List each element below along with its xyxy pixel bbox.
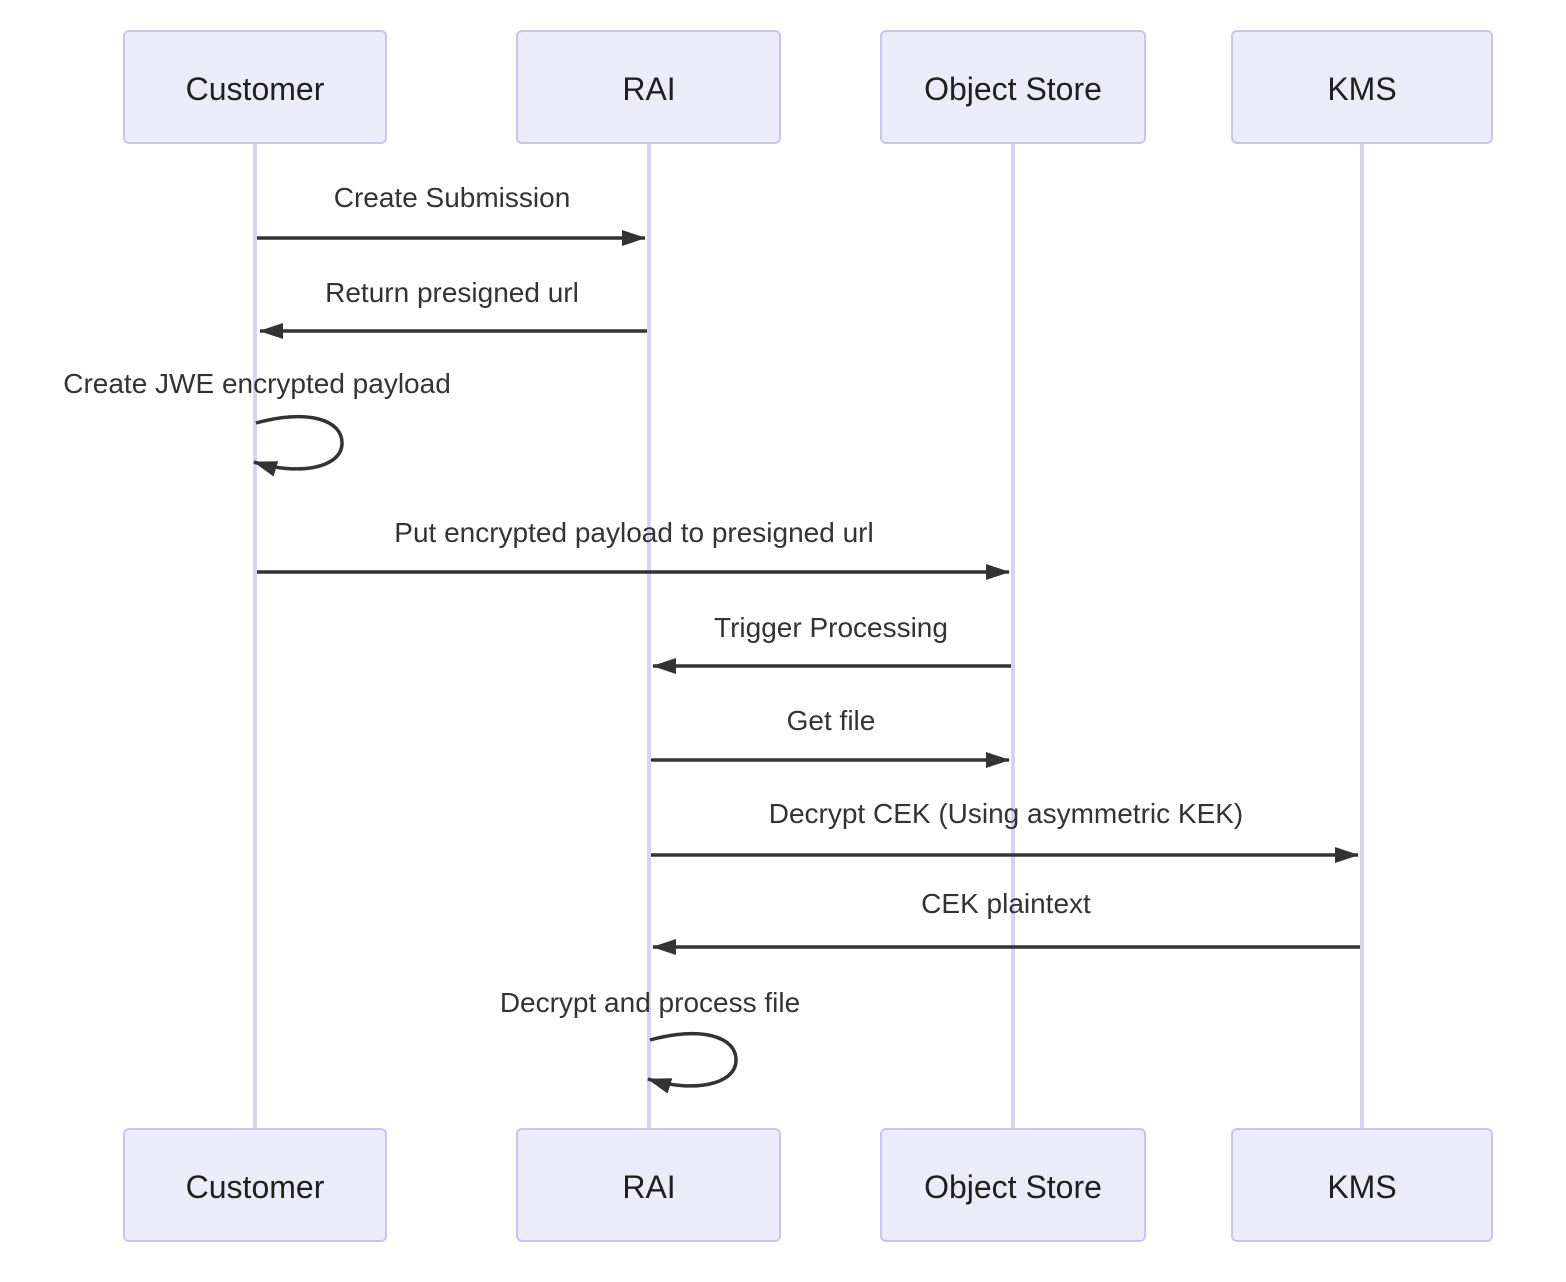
message-label: Decrypt and process file	[500, 987, 800, 1018]
message-return-presigned-url: Return presigned url	[259, 277, 647, 339]
actor-label: Customer	[186, 71, 325, 107]
actor-box	[123, 30, 387, 144]
message-decrypt-cek: Decrypt CEK (Using asymmetric KEK)	[651, 798, 1359, 863]
actor-label: RAI	[622, 1169, 675, 1205]
actor-top-customer: Customer	[123, 30, 387, 144]
actor-box	[516, 1128, 781, 1242]
message-get-file: Get file	[651, 705, 1010, 768]
message-decrypt-and-process-file: Decrypt and process file	[500, 987, 800, 1094]
message-cek-plaintext: CEK plaintext	[652, 888, 1360, 955]
actor-box	[1231, 30, 1493, 144]
actor-box	[880, 30, 1146, 144]
message-put-encrypted-payload: Put encrypted payload to presigned url	[257, 517, 1010, 580]
actor-box	[123, 1128, 387, 1242]
actor-label: Customer	[186, 1169, 325, 1205]
actor-bottom-object-store: Object Store	[880, 1128, 1146, 1242]
message-trigger-processing: Trigger Processing	[652, 612, 1011, 674]
message-label: Decrypt CEK (Using asymmetric KEK)	[769, 798, 1244, 829]
message-create-jwe-encrypted-payload: Create JWE encrypted payload	[63, 368, 451, 477]
actor-top-kms: KMS	[1231, 30, 1493, 144]
actor-label: RAI	[622, 71, 675, 107]
actor-top-rai: RAI	[516, 30, 781, 144]
actor-label: KMS	[1327, 71, 1396, 107]
message-label: Create Submission	[334, 182, 571, 213]
actor-label: KMS	[1327, 1169, 1396, 1205]
actor-label: Object Store	[924, 71, 1102, 107]
actor-box	[1231, 1128, 1493, 1242]
message-label: Put encrypted payload to presigned url	[394, 517, 873, 548]
actor-label: Object Store	[924, 1169, 1102, 1205]
self-loop-arrow	[647, 1031, 738, 1094]
message-label: Return presigned url	[325, 277, 579, 308]
actor-top-object-store: Object Store	[880, 30, 1146, 144]
actor-box	[516, 30, 781, 144]
self-loop-arrow	[253, 414, 344, 477]
message-label: Create JWE encrypted payload	[63, 368, 451, 399]
message-label: CEK plaintext	[921, 888, 1091, 919]
message-create-submission: Create Submission	[257, 182, 646, 246]
actor-box	[880, 1128, 1146, 1242]
actor-bottom-customer: Customer	[123, 1128, 387, 1242]
actor-bottom-rai: RAI	[516, 1128, 781, 1242]
message-label: Get file	[787, 705, 876, 736]
actor-bottom-kms: KMS	[1231, 1128, 1493, 1242]
message-label: Trigger Processing	[714, 612, 948, 643]
